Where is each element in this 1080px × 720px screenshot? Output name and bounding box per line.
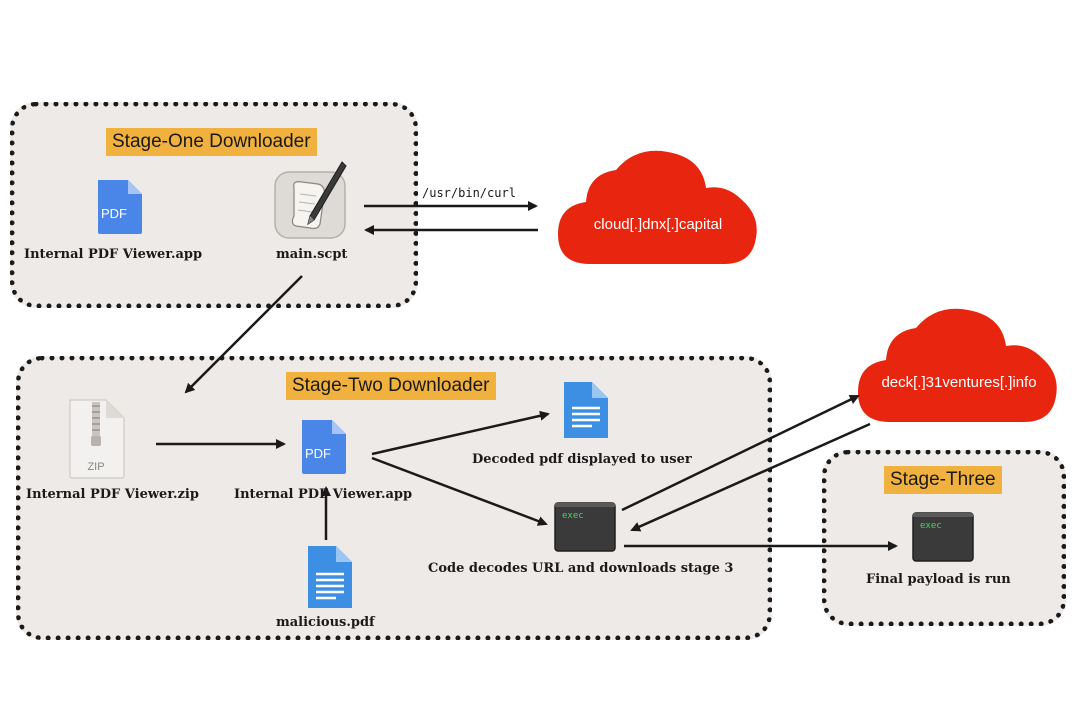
pdf-app-label: Internal PDF Viewer.app — [24, 247, 203, 262]
terminal-icon: exec — [912, 512, 974, 562]
zip-file-icon: ZIP — [69, 399, 125, 479]
exec-text: exec — [562, 511, 584, 521]
arrow-app-to-decoded — [371, 410, 550, 456]
arrow-exec-to-cloud — [621, 394, 860, 512]
payload-label: Final payload is run — [866, 572, 1011, 587]
pdf-app-icon: PDF — [98, 180, 142, 234]
arrow-cloud-to-exec — [630, 422, 871, 532]
cloud-one-label: cloud[.]dnx[.]capital — [593, 216, 723, 233]
pdf-app-icon: PDF — [302, 420, 346, 474]
curl-label: /usr/bin/curl — [422, 186, 516, 200]
stage-two-title: Stage-Two Downloader — [286, 372, 496, 400]
cloud-two-label: deck[.]31ventures[.]info — [881, 374, 1037, 391]
exec-text: exec — [920, 521, 942, 531]
stage-one-title: Stage-One Downloader — [106, 128, 317, 156]
document-icon — [564, 382, 608, 438]
script-editor-icon — [274, 161, 347, 239]
script-label: main.scpt — [276, 247, 348, 262]
document-icon — [308, 546, 352, 608]
pdf-icon-text: PDF — [101, 206, 127, 221]
code-label: Code decodes URL and downloads stage 3 — [428, 561, 734, 576]
zip-icon-text: ZIP — [87, 461, 104, 473]
malicious-label: malicious.pdf — [276, 615, 375, 630]
decoded-label: Decoded pdf displayed to user — [472, 452, 692, 467]
cloud-one-shape — [558, 150, 757, 264]
arrow-script-to-zip — [184, 275, 303, 394]
zip-label: Internal PDF Viewer.zip — [26, 487, 199, 502]
terminal-icon: exec — [554, 502, 616, 552]
cloud-two-shape — [858, 308, 1057, 422]
stage-three-title: Stage-Three — [884, 466, 1002, 494]
arrow-app-to-exec — [371, 456, 548, 526]
pdf-icon-text: PDF — [305, 446, 331, 461]
